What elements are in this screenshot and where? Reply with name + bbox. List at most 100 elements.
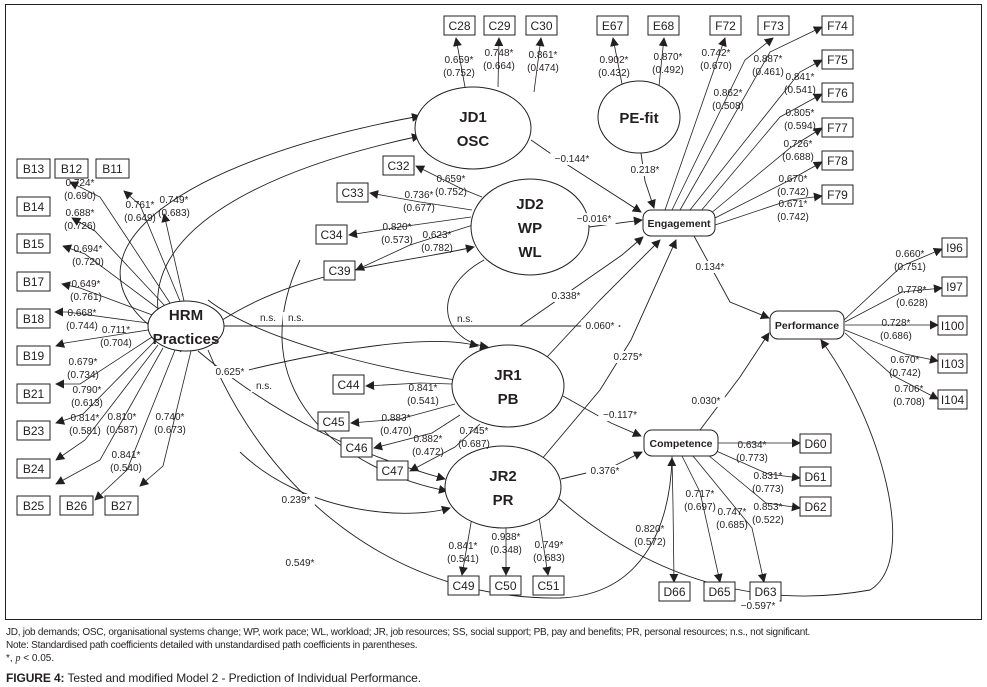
structural-path-pefit-engagement xyxy=(640,152,656,209)
loading-std-coefficient: 0.668* xyxy=(68,308,97,319)
loading-unstd-coefficient: (0.541) xyxy=(784,85,816,96)
structural-path-hrm-jd1-a xyxy=(119,113,421,327)
loading-arrow-i104 xyxy=(844,332,939,400)
construct-box xyxy=(769,310,845,340)
construct-ellipse xyxy=(451,344,565,428)
loading-arrow-b26 xyxy=(94,349,176,501)
loading-unstd-coefficient: (0.348) xyxy=(490,545,522,556)
indicator-label: B13 xyxy=(23,162,45,176)
loading-std-coefficient: 0.649* xyxy=(72,279,101,290)
construct-ellipse xyxy=(597,80,681,154)
loading-unstd-coefficient: (0.742) xyxy=(889,368,921,379)
indicator-label: C45 xyxy=(322,415,344,429)
loading-arrow-b14 xyxy=(71,217,166,307)
path-label-bg xyxy=(581,320,619,332)
path-coefficient: −0.144* xyxy=(555,154,590,165)
loading-std-coefficient: 0.749* xyxy=(535,540,564,551)
loading-unstd-coefficient: (0.573) xyxy=(381,235,413,246)
indicator-label: C47 xyxy=(381,464,403,478)
indicator-label: C34 xyxy=(320,228,342,242)
indicator-box xyxy=(332,374,365,395)
loading-arrow-c29 xyxy=(494,37,504,88)
significance-note: *, p < 0.05. xyxy=(6,653,55,664)
indicator-label: F72 xyxy=(715,19,736,33)
indicator-c45: C45 xyxy=(317,411,350,432)
figure-title-text: Tested and modified Model 2 - Prediction… xyxy=(67,671,421,685)
loading-unstd-coefficient: (0.540) xyxy=(110,463,142,474)
indicator-c30: C30 xyxy=(525,15,558,36)
loading-unstd-coefficient: (0.744) xyxy=(66,321,98,332)
structural-path-hrm-jr1-a xyxy=(239,339,479,373)
path-coefficient: 0.239* xyxy=(282,495,311,506)
loading-arrow-e68 xyxy=(658,37,668,87)
path-label-bg xyxy=(451,313,479,325)
construct-label: Performance xyxy=(775,320,839,332)
path-label-bg xyxy=(550,153,594,165)
indicator-box xyxy=(709,15,742,36)
indicator-label: F74 xyxy=(827,19,848,33)
structural-path-jd2-jr1 xyxy=(447,259,489,351)
loading-unstd-coefficient: (0.683) xyxy=(158,208,190,219)
loading-unstd-coefficient: (0.683) xyxy=(533,553,565,564)
loading-std-coefficient: 0.670* xyxy=(891,355,920,366)
indicator-f76: F76 xyxy=(821,82,854,103)
structural-path-engagement-performance xyxy=(693,235,770,320)
loading-unstd-coefficient: (0.751) xyxy=(894,262,926,273)
loading-unstd-coefficient: (0.752) xyxy=(435,187,467,198)
indicator-label: I96 xyxy=(946,241,963,255)
indicator-b23: B23 xyxy=(16,420,51,441)
path-label-bg xyxy=(598,409,642,421)
indicator-box xyxy=(95,158,130,179)
indicator-b11: B11 xyxy=(95,158,130,179)
indicator-c33: C33 xyxy=(336,182,369,203)
path-label-bg xyxy=(691,261,729,273)
loading-arrow-f77 xyxy=(709,127,823,215)
indicator-box xyxy=(799,433,832,454)
indicator-label: B11 xyxy=(102,162,123,176)
loading-arrow-b19 xyxy=(55,329,149,348)
construct-performance: Performance xyxy=(769,310,845,340)
indicator-label: E67 xyxy=(602,19,624,33)
loading-arrow-c28 xyxy=(453,37,466,88)
loading-std-coefficient: 0.841* xyxy=(786,72,815,83)
construct-box xyxy=(642,209,716,237)
indicator-c34: C34 xyxy=(315,224,348,245)
indicator-label: D66 xyxy=(663,585,685,599)
loading-std-coefficient: 0.902* xyxy=(600,55,629,66)
loading-unstd-coefficient: (0.594) xyxy=(784,121,816,132)
loading-std-coefficient: 0.778* xyxy=(898,285,927,296)
indicator-box xyxy=(16,158,51,179)
loading-unstd-coefficient: (0.720) xyxy=(72,257,104,268)
loading-arrow-f79 xyxy=(714,192,823,226)
loading-arrow-i97 xyxy=(844,284,943,323)
indicator-box xyxy=(525,15,558,36)
loading-unstd-coefficient: (0.708) xyxy=(893,397,925,408)
indicator-box xyxy=(799,466,832,487)
indicator-label: C39 xyxy=(328,264,350,278)
indicator-b25: B25 xyxy=(16,495,51,516)
indicator-label: B19 xyxy=(23,349,45,363)
indicator-e67: E67 xyxy=(596,15,629,36)
path-coefficient: 0.218* xyxy=(631,165,660,176)
indicator-label: C30 xyxy=(530,19,552,33)
loading-arrow-i96 xyxy=(843,248,943,321)
path-label-bg xyxy=(736,600,780,612)
indicator-label: D61 xyxy=(804,470,826,484)
path-coefficient: 0.134* xyxy=(696,262,725,273)
indicator-box xyxy=(16,495,51,516)
loading-arrow-f72 xyxy=(664,37,727,211)
loading-arrow-c51 xyxy=(538,516,552,576)
indicator-b15: B15 xyxy=(16,233,51,254)
loading-arrow-d66 xyxy=(669,455,679,583)
loading-arrow-c46 xyxy=(373,414,461,451)
indicator-label: B21 xyxy=(23,387,45,401)
indicator-box xyxy=(315,224,348,245)
indicator-label: B17 xyxy=(23,275,45,289)
indicator-i96: I96 xyxy=(941,237,968,258)
indicator-label: B27 xyxy=(111,499,133,513)
loading-arrow-b27 xyxy=(139,350,192,487)
construct-label: PB xyxy=(498,391,519,408)
path-label-bg xyxy=(282,312,310,324)
indicator-i100: I100 xyxy=(937,315,968,336)
